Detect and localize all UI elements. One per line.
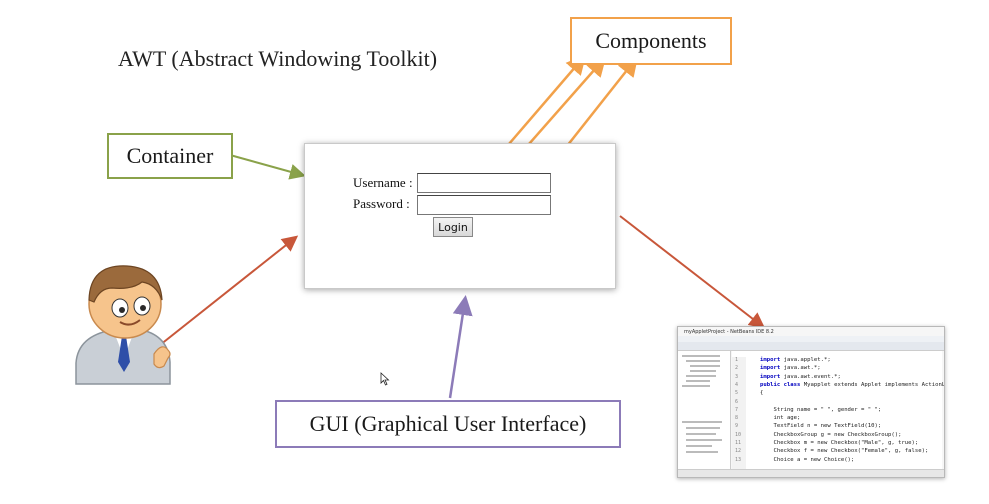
login-button[interactable]: Login bbox=[433, 217, 473, 237]
code-text: Checkbox f = new Checkbox("Female", g, f… bbox=[760, 448, 929, 455]
username-input[interactable] bbox=[417, 173, 551, 193]
user-avatar-icon bbox=[75, 265, 171, 385]
code-line: import java.applet.*; bbox=[760, 357, 831, 363]
ide-window-title: myAppletProject - NetBeans IDE 8.2 bbox=[684, 329, 774, 335]
password-input[interactable] bbox=[417, 195, 551, 215]
gui-label-box: GUI (Graphical User Interface) bbox=[275, 400, 621, 448]
code-text: Choice a = new Choice(); bbox=[760, 456, 855, 463]
code-line: Checkbox f = new Checkbox("Female", g, f… bbox=[760, 448, 928, 454]
code-keyword: import bbox=[760, 373, 781, 380]
code-line: import java.awt.event.*; bbox=[760, 374, 841, 380]
diagram-title: AWT (Abstract Windowing Toolkit) bbox=[118, 46, 438, 71]
code-line-number: 6 bbox=[735, 398, 739, 405]
code-text: int age; bbox=[760, 415, 801, 422]
arrow-user-to-window bbox=[159, 235, 299, 346]
code-line: TextField n = new TextField(10); bbox=[760, 423, 881, 429]
code-line: String name = " ", gender = " "; bbox=[760, 407, 881, 413]
arrow-gui-to-window bbox=[448, 295, 473, 399]
code-text: String name = " ", gender = " "; bbox=[760, 406, 882, 413]
code-line: Choice a = new Choice(); bbox=[760, 457, 854, 463]
code-line-number: 4 bbox=[735, 381, 739, 388]
ide-status-bar bbox=[678, 469, 944, 477]
container-label-box: Container bbox=[107, 133, 233, 179]
code-text: Myapplet extends Applet implements Actio… bbox=[803, 381, 945, 388]
code-line-number: 9 bbox=[735, 423, 739, 430]
code-text: Checkbox m = new Checkbox("Male", g, tru… bbox=[760, 440, 919, 446]
ide-code-editor: 1 import java.applet.*; 2 import java.awt.*… bbox=[732, 351, 945, 469]
code-text: TextField n = new TextField(10); bbox=[760, 423, 882, 430]
arrow-container-to-window bbox=[229, 154, 306, 180]
arrow-window-to-ide bbox=[619, 215, 766, 329]
code-line-number: 12 bbox=[735, 448, 742, 455]
code-line-number: 2 bbox=[735, 365, 739, 372]
code-keyword: import bbox=[760, 357, 781, 363]
code-line-number: 8 bbox=[735, 415, 739, 422]
username-label: Username : bbox=[353, 175, 413, 190]
code-line-number: 11 bbox=[735, 440, 742, 446]
code-line: Checkbox m = new Checkbox("Male", g, tru… bbox=[760, 440, 918, 446]
code-line: int age; bbox=[760, 415, 800, 421]
code-line-number: 1 bbox=[735, 357, 739, 363]
code-keyword: public class bbox=[760, 381, 801, 388]
code-text: java.awt.event.*; bbox=[780, 373, 841, 380]
code-text: { bbox=[760, 390, 764, 397]
ide-screenshot-thumbnail: myAppletProject - NetBeans IDE 8.2 1 impo… bbox=[677, 326, 945, 478]
code-line: public class Myapplet extends Applet imp… bbox=[760, 381, 945, 388]
code-text: java.awt.*; bbox=[780, 365, 821, 372]
code-line-number: 5 bbox=[735, 390, 739, 397]
container-label: Container bbox=[126, 143, 214, 168]
login-window-container: Username : Password : Login bbox=[304, 143, 616, 289]
ide-toolbar bbox=[678, 342, 944, 351]
gui-label: GUI (Graphical User Interface) bbox=[309, 411, 587, 436]
code-line-number: 13 bbox=[735, 456, 742, 463]
code-line-number: 10 bbox=[735, 431, 742, 438]
ide-project-tree bbox=[678, 351, 731, 469]
components-label: Components bbox=[595, 28, 707, 53]
code-line: { bbox=[760, 390, 763, 396]
code-keyword: import bbox=[760, 365, 781, 372]
ide-menubar bbox=[678, 336, 944, 342]
code-text: java.applet.*; bbox=[780, 357, 831, 363]
code-line: import java.awt.*; bbox=[760, 365, 821, 371]
components-label-box: Components bbox=[570, 17, 732, 65]
code-line-number: 3 bbox=[735, 373, 739, 380]
code-text: CheckboxGroup g = new CheckboxGroup(); bbox=[760, 431, 902, 438]
code-line-number: 7 bbox=[735, 406, 739, 413]
code-line: CheckboxGroup g = new CheckboxGroup(); bbox=[760, 432, 901, 438]
mouse-cursor-icon bbox=[380, 372, 390, 386]
password-label: Password : bbox=[353, 196, 410, 211]
